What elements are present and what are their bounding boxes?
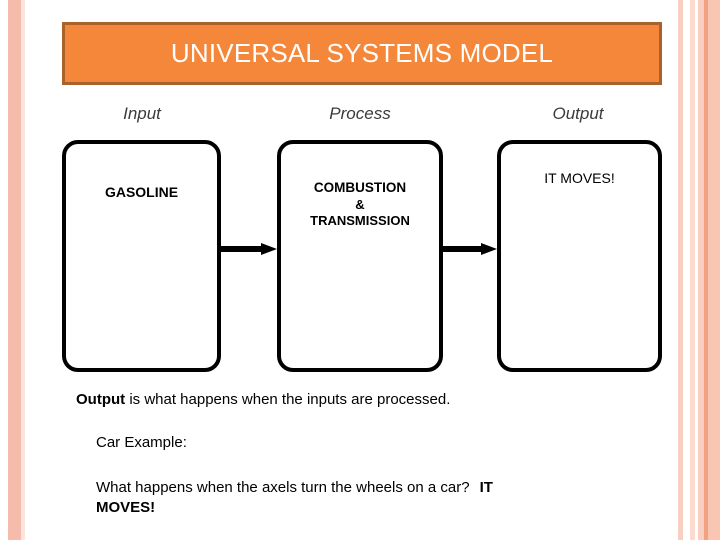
definition-line: Output is what happens when the inputs a…	[76, 390, 636, 410]
stage-box-process-text: COMBUSTION & TRANSMISSION	[281, 180, 439, 229]
definition-keyword: Output	[76, 391, 126, 408]
example-label: Car Example:	[96, 434, 187, 451]
example-answer: IT MOVES!	[96, 479, 498, 517]
stage-box-output: IT MOVES!	[497, 140, 662, 372]
page-title: UNIVERSAL SYSTEMS MODEL	[170, 38, 554, 68]
stage-box-input: GASOLINE	[62, 140, 221, 372]
example-question-line: What happens when the axels turn the whe…	[96, 478, 536, 519]
decor-stripe-right-3	[690, 0, 695, 540]
decor-stripe-right-2	[683, 0, 690, 540]
arrow-process-to-output	[443, 243, 497, 255]
column-label-input: Input	[123, 104, 161, 123]
decor-stripe-right-1	[678, 0, 683, 540]
stage-box-input-text: GASOLINE	[104, 184, 179, 200]
decor-stripe-right-5	[698, 0, 704, 540]
process-line-1: COMBUSTION	[313, 180, 407, 195]
stage-box-process: COMBUSTION & TRANSMISSION	[277, 140, 443, 372]
arrow-shaft	[443, 246, 482, 252]
decor-stripe-left-inner	[21, 0, 25, 540]
decor-stripe-right-7	[708, 0, 720, 540]
process-line-3: TRANSMISSION	[310, 213, 410, 229]
stage-box-output-text: IT MOVES!	[544, 170, 615, 186]
arrow-input-to-process	[221, 243, 277, 255]
definition-rest: is what happens when the inputs are proc…	[125, 391, 451, 408]
arrow-head-icon	[481, 243, 497, 255]
decor-stripe-left-outer	[8, 0, 21, 540]
decor-stripe-right-4	[695, 0, 698, 540]
arrow-shaft	[221, 246, 262, 252]
column-label-output: Output	[552, 104, 604, 123]
column-label-process: Process	[329, 104, 391, 123]
process-line-2: &	[355, 196, 365, 212]
example-question: What happens when the axels turn the whe…	[96, 479, 470, 496]
slide-title-banner: UNIVERSAL SYSTEMS MODEL	[62, 22, 662, 85]
decor-stripe-right-6	[704, 0, 708, 540]
arrow-head-icon	[261, 243, 277, 255]
